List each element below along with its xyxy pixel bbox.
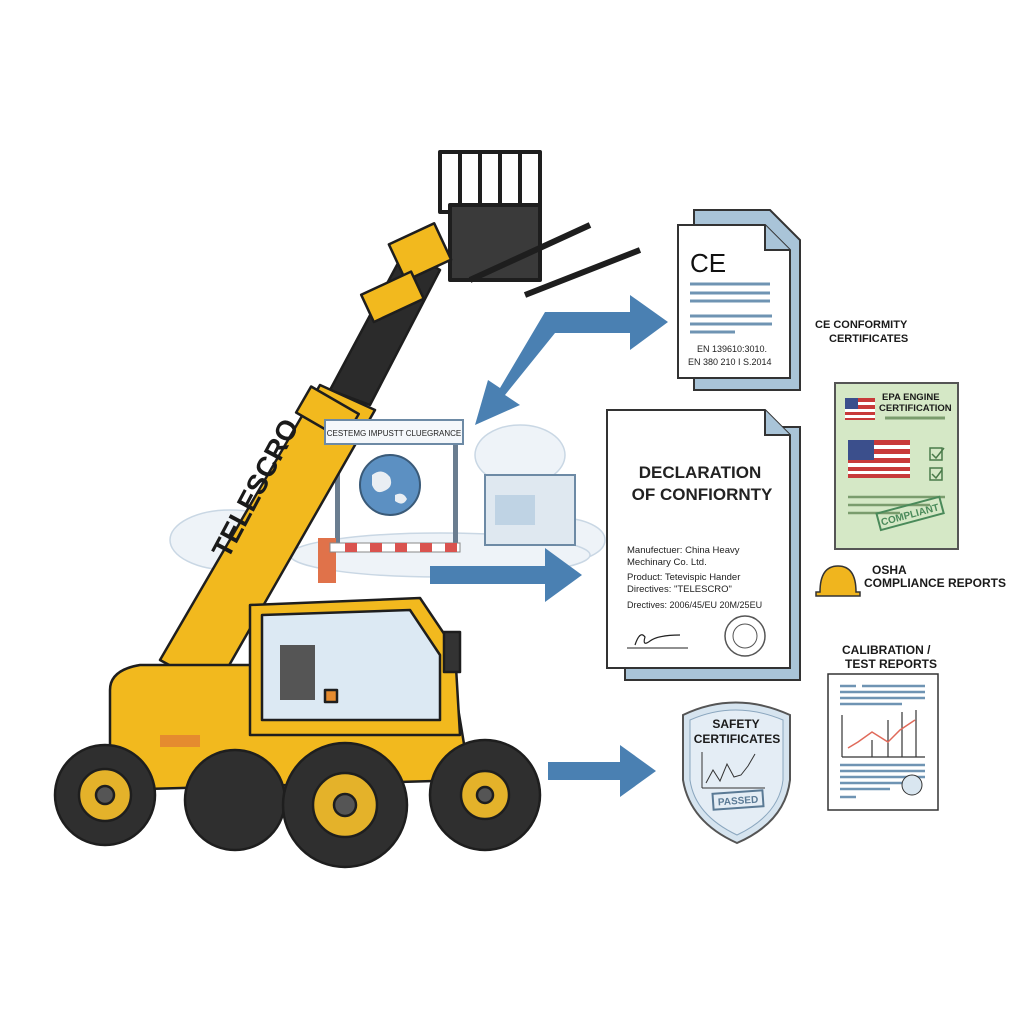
ce-mark: CE xyxy=(690,248,726,278)
checkbox-icon xyxy=(929,447,945,481)
calibration-title-2: TEST REPORTS xyxy=(845,657,937,671)
ce-line-1: EN 139610:3010. xyxy=(697,344,767,354)
declaration-line: Drectives: 2006/45/EU 20M/25EU xyxy=(627,600,762,610)
passed-stamp: PASSED xyxy=(718,795,759,809)
signature xyxy=(634,634,681,646)
safety-certificate-shield: SAFETY CERTIFICATES PASSED xyxy=(682,701,791,845)
safety-title-2: CERTIFICATES xyxy=(694,732,780,746)
customs-sign: CESTEMG IMPUSTT CLUEGRANCE xyxy=(324,419,464,445)
hard-hat-icon xyxy=(815,565,861,597)
safety-title-1: SAFETY xyxy=(712,717,759,731)
flow-arrows xyxy=(430,295,668,797)
us-flag-icon xyxy=(845,398,875,420)
osha-label-1: OSHA xyxy=(872,563,907,577)
epa-certification: EPA ENGINE CERTIFICATION COMPLIANT xyxy=(834,382,959,550)
declaration-title-2: OF CONFIORNTY xyxy=(632,485,773,504)
declaration-line: Product: Tetevispic Hander xyxy=(627,572,740,583)
us-flag-icon xyxy=(848,440,910,478)
arrow-to-declaration xyxy=(430,548,582,602)
wheel xyxy=(183,748,287,852)
declaration-line: Directives: "TELESCRO" xyxy=(627,584,732,595)
declaration-line: Manufectuer: China Heavy xyxy=(627,545,740,556)
arrow-to-ce xyxy=(475,295,668,425)
fork-carriage xyxy=(438,150,642,298)
ce-label-2: CERTIFICATES xyxy=(829,333,908,345)
declaration-of-conformity: DECLARATION OF CONFIORNTY Manufectuer: C… xyxy=(606,409,801,681)
epa-title-2: CERTIFICATION xyxy=(879,403,952,414)
customs-sign-text: CESTEMG IMPUSTT CLUEGRANCE xyxy=(327,429,462,438)
declaration-title-1: DECLARATION xyxy=(639,463,761,482)
epa-title-1: EPA ENGINE xyxy=(882,392,940,403)
calibration-report xyxy=(827,673,939,811)
customs-gate xyxy=(318,440,576,583)
ce-line-2: EN 380 210 I S.2014 xyxy=(688,357,772,367)
telehandler: TELESCRO xyxy=(53,150,642,869)
arrow-to-safety xyxy=(548,745,656,797)
seal-stamp xyxy=(724,615,766,657)
barrier-arm xyxy=(329,542,461,553)
magnifier-icon xyxy=(901,774,923,796)
ce-certificate: CE EN 139610:3010. EN 380 210 I S.2014 xyxy=(677,209,801,391)
declaration-line: Mechinary Co. Ltd. xyxy=(627,557,707,568)
ce-label-1: CE CONFORMITY xyxy=(815,319,908,331)
trend-line xyxy=(847,719,916,749)
calibration-title-1: CALIBRATION / xyxy=(842,643,931,657)
osha-label-2: COMPLIANCE REPORTS xyxy=(864,576,1006,590)
